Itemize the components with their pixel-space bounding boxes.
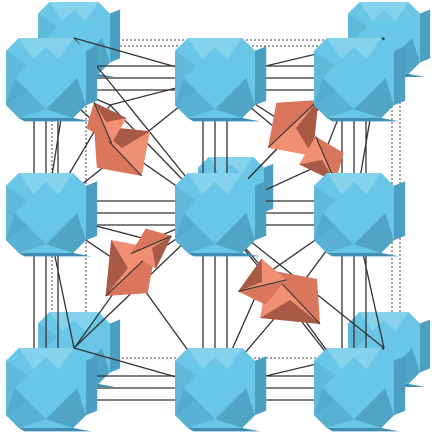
polyhedron-square-facet xyxy=(322,181,386,245)
polyhedron-lower-left-facet xyxy=(6,78,46,118)
polyhedron-right-face xyxy=(110,319,121,373)
front-polyhedra-layer xyxy=(6,38,406,432)
polyhedron-square-facet xyxy=(183,356,247,420)
tetrahedron-edge xyxy=(238,279,287,292)
polyhedron-lower-right-facet xyxy=(215,78,255,118)
polyhedron-bottom-face xyxy=(326,428,400,432)
tetrahedron-mid-face xyxy=(315,136,344,182)
polyhedron-bottom-face xyxy=(18,253,92,257)
polyhedron-square-facet xyxy=(183,46,247,110)
polyhedron-right-face xyxy=(86,356,98,416)
front-polyhedron-4 xyxy=(6,173,98,257)
front-polyhedron-3 xyxy=(314,38,406,122)
polyhedron-lower-left-facet xyxy=(175,388,215,428)
tetrahedron-edge xyxy=(267,99,319,148)
polyhedron-right-face xyxy=(394,356,406,416)
front-polyhedron-7 xyxy=(6,348,98,432)
tetrahedron-mid-face xyxy=(86,102,112,144)
tetrahedron-dark-face xyxy=(238,258,262,292)
polyhedron-bottom-face xyxy=(326,253,400,257)
tetrahedron-edge xyxy=(130,235,172,255)
polyhedron-lower-right-facet xyxy=(354,213,394,253)
polyhedron-bottom-face xyxy=(18,118,92,122)
tetrahedron-dark-face xyxy=(94,102,127,122)
front-polyhedron-5 xyxy=(175,173,267,257)
polyhedron-right-face xyxy=(86,181,98,241)
polyhedron-square-facet xyxy=(183,181,247,245)
polyhedron-square-facet xyxy=(14,181,78,245)
polyhedron-right-face xyxy=(394,181,406,241)
polyhedron-right-face xyxy=(255,181,267,241)
polyhedron-lower-left-facet xyxy=(175,78,215,118)
tetrahedron-8 xyxy=(238,258,287,305)
tetrahedron-dark-face xyxy=(105,240,128,296)
polyhedron-right-face xyxy=(110,9,121,63)
polyhedron-right-face xyxy=(394,46,406,106)
polyhedron-bottom-face xyxy=(187,428,261,432)
polyhedron-lower-right-facet xyxy=(46,213,86,253)
tetrahedron-7 xyxy=(130,228,172,269)
tetrahedron-dark-face xyxy=(152,236,172,269)
polyhedron-bottom-face xyxy=(187,118,261,122)
front-polyhedron-2 xyxy=(175,38,267,122)
polyhedron-lower-left-facet xyxy=(314,388,354,428)
tetrahedron-edge xyxy=(93,102,113,144)
polyhedron-lower-right-facet xyxy=(215,213,255,253)
polyhedron-lower-left-facet xyxy=(6,388,46,428)
front-polyhedron-8 xyxy=(175,348,267,432)
tetrahedron-mid-face xyxy=(130,228,172,254)
polyhedron-lower-left-facet xyxy=(314,213,354,253)
polyhedron-right-face xyxy=(420,9,431,63)
front-polyhedron-1 xyxy=(6,38,98,122)
tetrahedra-layer xyxy=(86,99,344,325)
polyhedron-right-face xyxy=(255,356,267,416)
polyhedron-lower-left-facet xyxy=(175,213,215,253)
tetrahedron-dark-face xyxy=(260,300,320,324)
polyhedron-lower-right-facet xyxy=(46,388,86,428)
polyhedron-lower-left-facet xyxy=(6,213,46,253)
polyhedron-bottom-face xyxy=(187,253,261,257)
front-polyhedron-6 xyxy=(314,173,406,257)
tetrahedron-mid-face xyxy=(238,279,287,305)
polyhedron-lower-right-facet xyxy=(46,78,86,118)
polyhedron-bottom-face xyxy=(326,118,400,122)
polyhedron-right-face xyxy=(255,46,267,106)
tetrahedron-5 xyxy=(86,102,127,144)
polyhedron-lower-right-facet xyxy=(354,388,394,428)
polyhedron-right-face xyxy=(420,319,431,373)
polyhedron-lower-left-facet xyxy=(314,78,354,118)
polyhedron-lower-right-facet xyxy=(215,388,255,428)
polyhedron-bottom-face xyxy=(18,428,92,432)
polyhedron-lower-right-facet xyxy=(354,78,394,118)
front-polyhedron-9 xyxy=(314,348,406,432)
polyhedron-right-face xyxy=(86,46,98,106)
